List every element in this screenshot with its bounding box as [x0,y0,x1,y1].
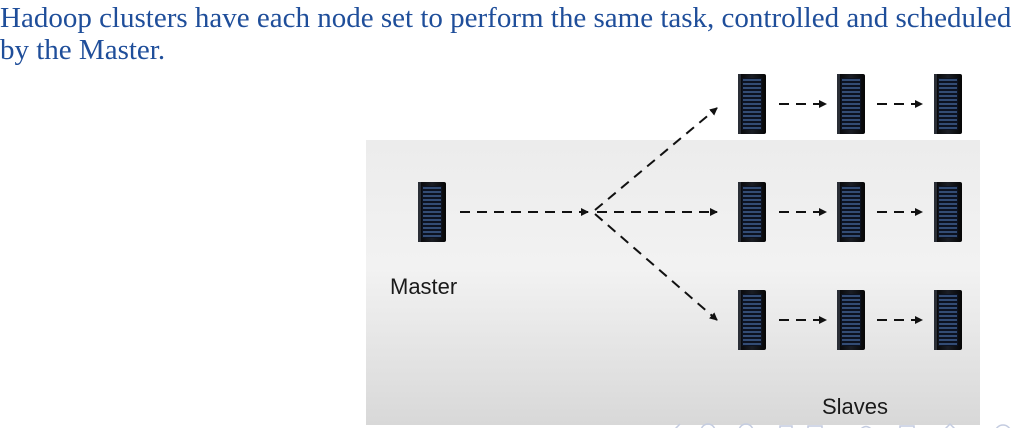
slave-server-icon [933,181,963,243]
slide-caption: Hadoop clusters have each node set to pe… [0,2,1012,66]
up-icon[interactable] [944,422,956,428]
back-icon[interactable] [738,423,754,428]
section-icon[interactable] [807,425,823,428]
slide-navigation-bar[interactable] [660,418,1019,428]
slave-server-icon [737,289,767,351]
prev-icon[interactable] [674,423,681,428]
slave-server-icon [836,181,866,243]
outline-icon[interactable] [899,425,915,428]
slaves-label: Slaves [822,394,889,419]
slave-server-icon [836,289,866,351]
branch-bottom [594,213,718,321]
slave-server-icon [737,181,767,243]
undo-icon[interactable] [860,425,872,428]
master-label: Master [390,274,458,299]
slave-server-icon [933,73,963,135]
first-icon[interactable] [700,423,716,428]
search-icon[interactable] [995,424,1011,428]
branch-top [594,107,718,211]
slave-server-icon [836,73,866,135]
slave-server-icon [737,73,767,135]
frame-icon[interactable] [779,425,793,428]
master-server-icon [417,181,447,243]
slave-server-icon [933,289,963,351]
